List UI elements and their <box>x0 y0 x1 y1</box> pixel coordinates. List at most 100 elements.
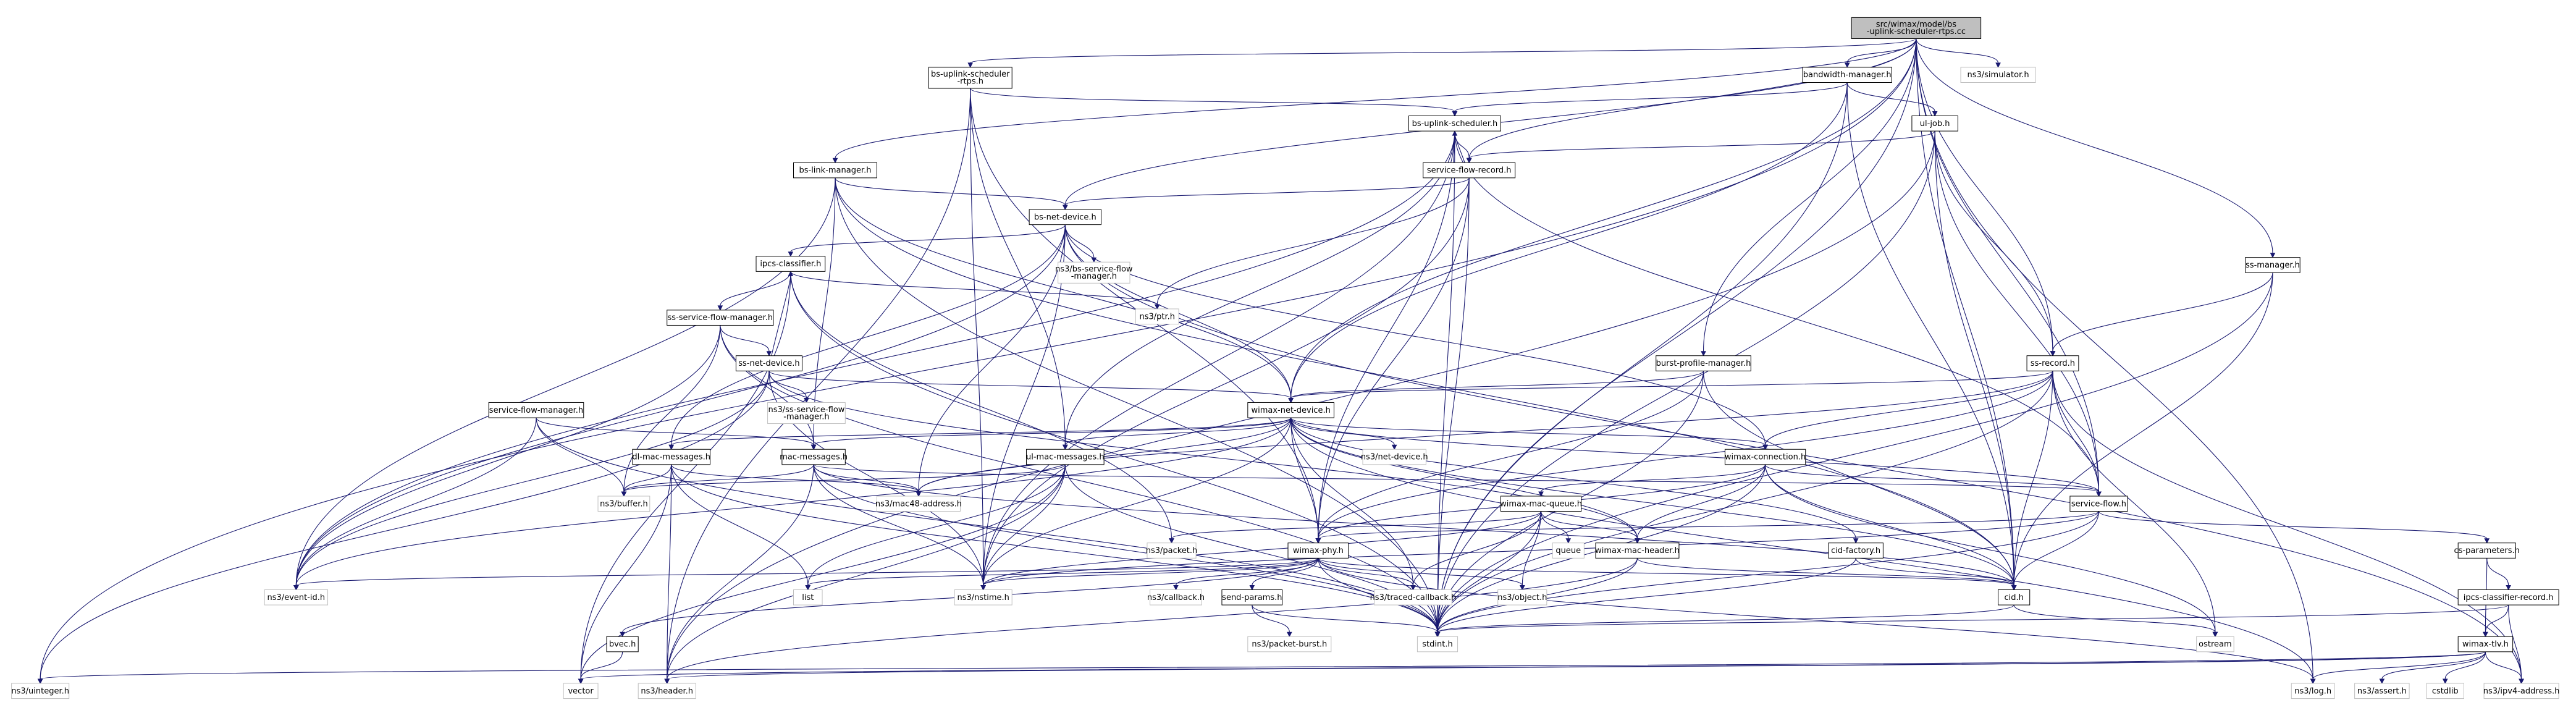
dependency-edge <box>1437 272 2273 633</box>
node-box <box>793 162 877 179</box>
dependency-edge <box>1318 511 2099 539</box>
edge-arrowhead <box>664 678 670 685</box>
node-box <box>876 496 961 512</box>
node-box <box>2026 355 2079 371</box>
dependency-edge <box>1171 511 1542 539</box>
graph-node-sssfm[interactable]: ss-service-flow-manager.h <box>667 310 774 326</box>
graph-node-ssmgr[interactable]: ss-manager.h <box>2245 257 2300 273</box>
node-label: bvec.h <box>609 640 636 649</box>
graph-node-pburst: ns3/packet-burst.h <box>1247 636 1332 652</box>
node-box <box>793 589 823 606</box>
edge-arrowhead <box>621 491 627 497</box>
graph-node-sfrec[interactable]: service-flow-record.h <box>1423 162 1516 179</box>
graph-node-bwmgr[interactable]: bandwidth-manager.h <box>1802 67 1892 83</box>
node-box <box>2196 636 2234 652</box>
node-label: ns3/assert.h <box>2357 686 2407 696</box>
dependency-edge <box>1454 131 2099 492</box>
dependency-edge <box>1290 417 1766 445</box>
node-label: ns3/callback.h <box>1147 593 1205 602</box>
node-label: wimax-net-device.h <box>1251 406 1330 415</box>
graph-node-cidf[interactable]: cid-factory.h <box>1828 542 1884 559</box>
dependency-edge <box>983 418 1292 586</box>
dependency-edge <box>40 371 770 679</box>
dependency-edge <box>983 177 1470 586</box>
node-box <box>563 683 599 699</box>
dependency-edge <box>1846 82 1935 112</box>
dependency-edge <box>813 177 836 445</box>
edge-arrowhead <box>1434 631 1441 638</box>
graph-node-root[interactable]: src/wimax/model/bs-uplink-scheduler-rtps… <box>1851 17 1982 39</box>
dependency-edge <box>2013 272 2273 586</box>
dependency-edge <box>790 271 1172 539</box>
dependency-edge <box>2381 651 2486 680</box>
node-label: service-flow-manager.h <box>489 406 583 415</box>
node-label: -uplink-scheduler-rtps.cc <box>1867 27 1966 36</box>
dependency-edge <box>623 325 721 492</box>
graph-node-wmq[interactable]: wimax-mac-queue.h <box>1500 496 1582 512</box>
graph-node-ostream: ostream <box>2196 636 2234 652</box>
graph-node-wnd[interactable]: wimax-net-device.h <box>1247 402 1334 418</box>
graph-node-macmsg[interactable]: mac-messages.h <box>780 449 848 465</box>
dependency-edge <box>580 651 2486 680</box>
dependency-edge <box>2013 511 2099 586</box>
node-label: burst-profile-manager.h <box>1656 359 1751 368</box>
dependency-edge <box>983 224 1066 586</box>
graph-node-sendp[interactable]: send-params.h <box>1221 589 1283 606</box>
dependency-edge <box>1290 418 2014 586</box>
edge-arrowhead <box>915 491 922 497</box>
graph-node-mac48: ns3/mac48-address.h <box>875 496 962 512</box>
edge-arrowhead <box>1063 444 1068 450</box>
dependency-edge <box>1437 511 2099 633</box>
graph-node-burst[interactable]: burst-profile-manager.h <box>1656 355 1751 371</box>
dependency-edge <box>1437 371 2053 633</box>
dependency-edge <box>720 325 1438 633</box>
graph-node-cstd: cstdlib <box>2426 683 2464 699</box>
graph-node-wmh[interactable]: wimax-mac-header.h <box>1595 542 1680 559</box>
graph-node-netdev: ns3/net-device.h <box>1361 449 1428 465</box>
node-label: queue <box>1555 546 1581 555</box>
graph-node-evid: ns3/event-id.h <box>264 589 329 606</box>
node-label: ipcs-classifier-record.h <box>2464 593 2554 602</box>
graph-node-wphy[interactable]: wimax-phy.h <box>1287 542 1349 559</box>
dependency-edge <box>580 464 672 679</box>
dependency-edge <box>1934 131 2099 492</box>
dependency-edge <box>1412 511 1542 586</box>
node-box <box>606 636 639 652</box>
node-label: ns3/log.h <box>2294 686 2331 696</box>
graph-node-bsnet[interactable]: bs-net-device.h <box>1029 209 1101 226</box>
edge-arrowhead <box>1932 111 1938 117</box>
graph-node-ipcs[interactable]: ipcs-classifier.h <box>756 256 826 272</box>
graph-node-csp[interactable]: cs-parameters.h <box>2454 542 2520 559</box>
graph-node-ipcsrec[interactable]: ipcs-classifier-record.h <box>2457 589 2559 606</box>
graph-node-sfm[interactable]: service-flow-manager.h <box>488 402 584 418</box>
dependency-edge <box>1541 464 1766 492</box>
node-label: cid-factory.h <box>1831 546 1880 555</box>
dependency-edge <box>813 464 2014 586</box>
node-box <box>928 67 1012 89</box>
node-label: stdint.h <box>1422 640 1452 649</box>
dependency-edge <box>720 325 814 445</box>
graph-node-bsup[interactable]: bs-uplink-scheduler.h <box>1408 115 1501 132</box>
graph-node-uljob[interactable]: ul-job.h <box>1911 115 1958 132</box>
dependency-edge <box>1916 38 2053 352</box>
graph-node-sflow[interactable]: service-flow.h <box>2069 496 2128 512</box>
dependency-edge <box>918 418 1292 492</box>
graph-node-dlmac[interactable]: dl-mac-messages.h <box>632 449 711 465</box>
graph-node-ulmac[interactable]: ul-mac-messages.h <box>1025 449 1105 465</box>
graph-node-cid[interactable]: cid.h <box>1998 589 2031 606</box>
node-label: cid.h <box>2004 593 2023 602</box>
dependency-edge <box>1765 464 2014 586</box>
graph-node-ssrec[interactable]: ss-record.h <box>2026 355 2079 371</box>
graph-node-ssnet[interactable]: ss-net-device.h <box>735 355 802 371</box>
graph-node-wconn[interactable]: wimax-connection.h <box>1724 449 1806 465</box>
graph-node-bvec[interactable]: bvec.h <box>606 636 639 652</box>
graph-node-bsrtps[interactable]: bs-uplink-scheduler-rtps.h <box>928 67 1012 89</box>
edge-arrowhead <box>2483 631 2488 638</box>
dependency-edge <box>623 464 814 492</box>
node-label: ul-job.h <box>1920 119 1950 129</box>
edge-arrowhead <box>804 397 809 403</box>
graph-node-wtlv[interactable]: wimax-tlv.h <box>2457 636 2514 652</box>
graph-node-bslink[interactable]: bs-link-manager.h <box>793 162 877 179</box>
dependency-edge <box>1437 604 2014 633</box>
node-box <box>597 496 650 512</box>
